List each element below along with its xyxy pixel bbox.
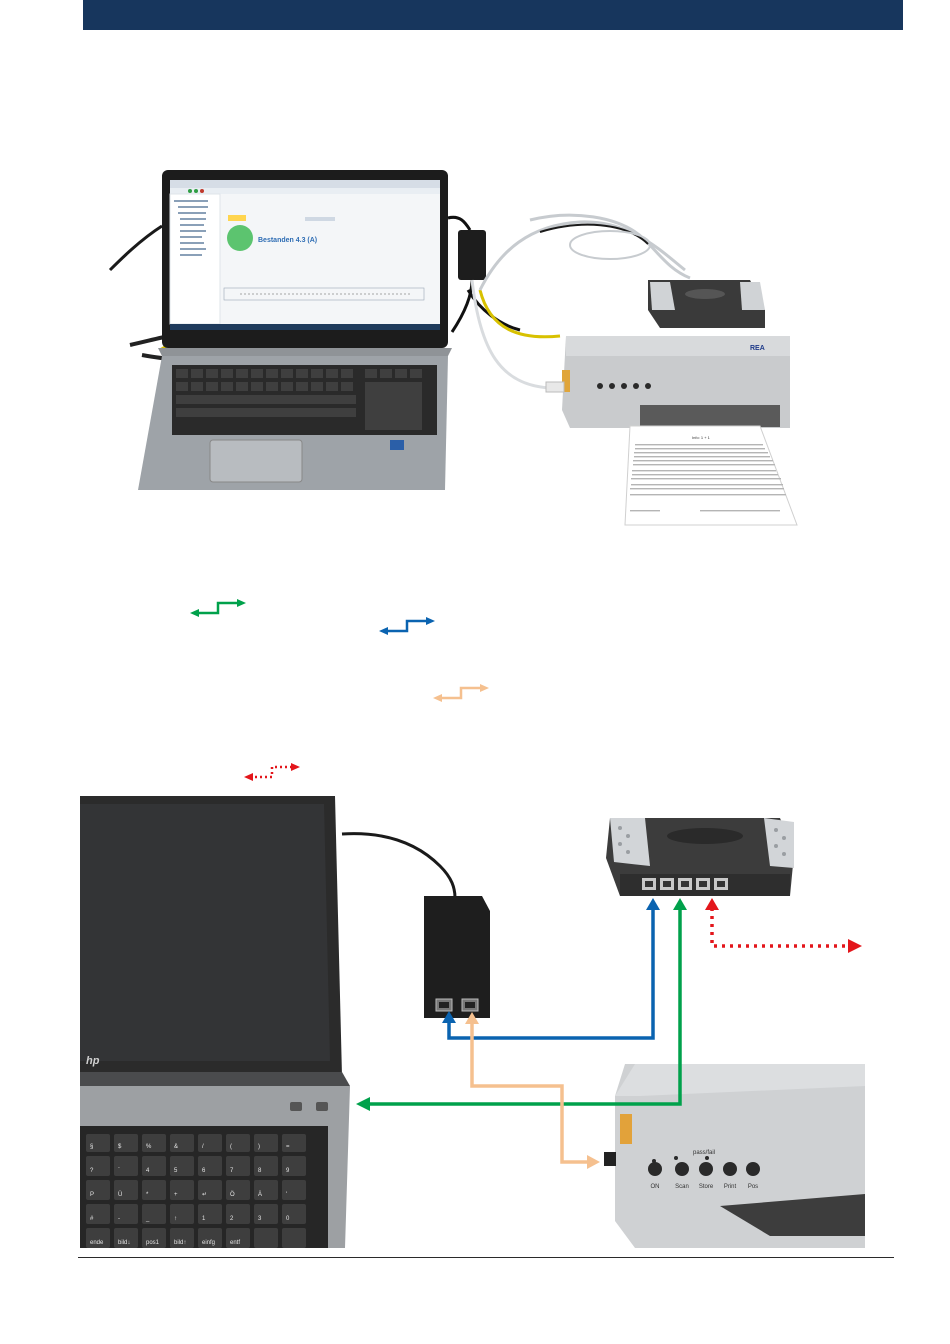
keyboard-key-label: bild↑ — [174, 1240, 186, 1246]
keyboard-key-label: Ü — [118, 1191, 122, 1198]
pass-fail-label: pass/fail — [693, 1150, 715, 1156]
keyboard-key-label: ` — [118, 1168, 120, 1174]
keyboard-key-label: P — [90, 1192, 94, 1198]
orange-cable-icon — [433, 681, 491, 705]
keyboard-key-label: Ö — [230, 1191, 235, 1198]
keyboard-key-label: % — [146, 1144, 152, 1150]
keyboard-key-label: pos1 — [146, 1240, 160, 1246]
keyboard-key-label: _ — [145, 1216, 150, 1222]
red-dotted-cable-arrow — [705, 898, 862, 953]
laptop-logo: hp — [86, 1055, 100, 1067]
verifier-button-label: Print — [724, 1184, 737, 1190]
keyboard-key-label: + — [174, 1192, 178, 1198]
verifier-button-label: ON — [651, 1184, 660, 1190]
verifier-button-label: Scan — [675, 1184, 689, 1190]
keyboard-key-label: § — [90, 1144, 93, 1150]
document-heading: Info: 1 + 1 — [692, 435, 711, 440]
laptop-screen-heading: Bestanden 4.3 (A) — [258, 237, 317, 244]
footer-rule — [78, 1257, 894, 1258]
setup-photo: Bestanden 4.3 (A) REA — [100, 160, 810, 540]
header-bar — [83, 0, 903, 30]
touchpad — [210, 440, 302, 482]
red-dotted-cable-icon — [244, 760, 302, 784]
keyboard-key-label: ) — [258, 1144, 260, 1150]
keyboard-key-label: bild↓ — [118, 1240, 130, 1246]
printer-brand: REA — [750, 345, 765, 352]
keyboard-key-label: ( — [230, 1144, 232, 1150]
power-supply-detail — [424, 896, 490, 1018]
keyboard-key-label: entf — [230, 1240, 240, 1246]
keyboard-key-label: - — [118, 1216, 120, 1222]
keyboard-key-label: einfg — [202, 1240, 215, 1246]
keyboard-key-label: ↑ — [174, 1216, 177, 1222]
keyboard-key-label: = — [286, 1144, 290, 1150]
orange-cable-arrow — [465, 1012, 600, 1169]
keyboard-key-label: ↵ — [202, 1192, 207, 1198]
power-supply — [458, 230, 486, 280]
blue-cable-icon — [379, 614, 437, 638]
status-circle — [227, 225, 253, 251]
keyboard-key-label: ende — [90, 1240, 104, 1246]
keyboard-key-label: Ä — [258, 1191, 262, 1198]
keyboard-key-label: & — [174, 1144, 178, 1150]
verifier-button-label: Store — [699, 1184, 714, 1190]
green-cable-icon — [190, 596, 248, 620]
verifier-button-label: Pos — [748, 1184, 758, 1190]
keyboard-key-label: ' — [286, 1192, 287, 1198]
